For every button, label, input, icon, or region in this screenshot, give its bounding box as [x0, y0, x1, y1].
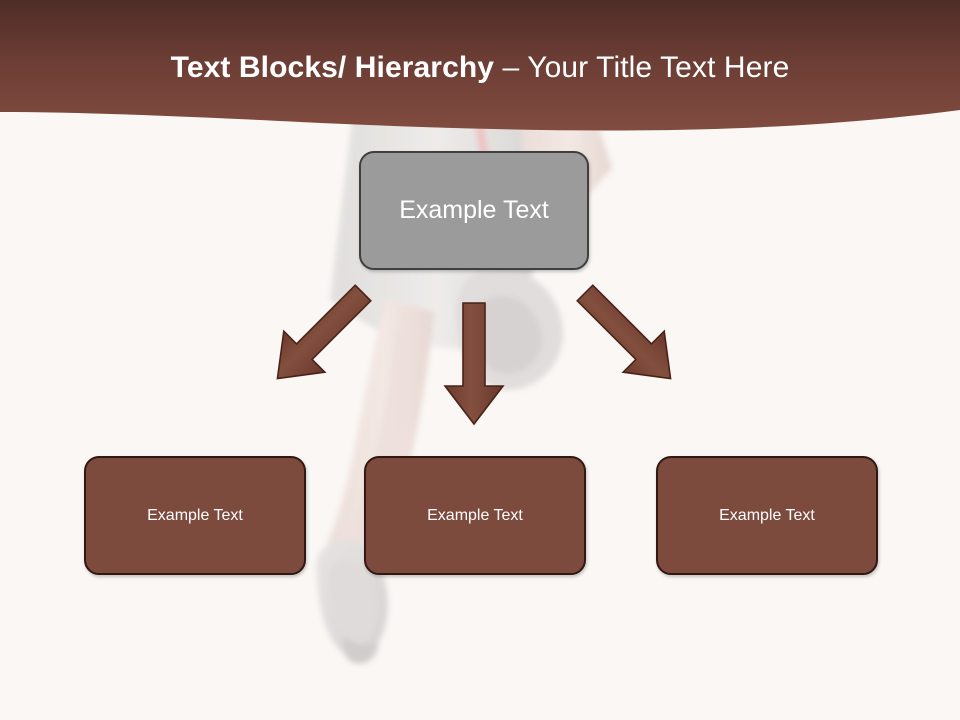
hierarchy-child-node-3[interactable]: Example Text — [656, 456, 878, 575]
title-banner: Text Blocks/ Hierarchy – Your Title Text… — [0, 0, 960, 136]
hierarchy-child-node-2[interactable]: Example Text — [364, 456, 586, 575]
hierarchy-root-node-label: Example Text — [399, 196, 549, 224]
arrow-down-right-icon — [576, 284, 672, 380]
hierarchy-child-node-1[interactable]: Example Text — [84, 456, 306, 575]
hierarchy-root-node[interactable]: Example Text — [359, 151, 589, 270]
arrow-down-icon — [443, 302, 505, 426]
page-title-regular: Your Title Text Here — [527, 51, 790, 84]
page-title-separator: – — [494, 51, 528, 84]
hierarchy-child-node-2-label: Example Text — [427, 506, 523, 524]
page-title-bold: Text Blocks/ Hierarchy — [170, 51, 495, 84]
hierarchy-child-node-1-label: Example Text — [147, 506, 243, 524]
page-title: Text Blocks/ Hierarchy – Your Title Text… — [0, 50, 960, 86]
arrow-down-left-icon — [276, 284, 372, 380]
hierarchy-child-node-3-label: Example Text — [719, 506, 815, 524]
